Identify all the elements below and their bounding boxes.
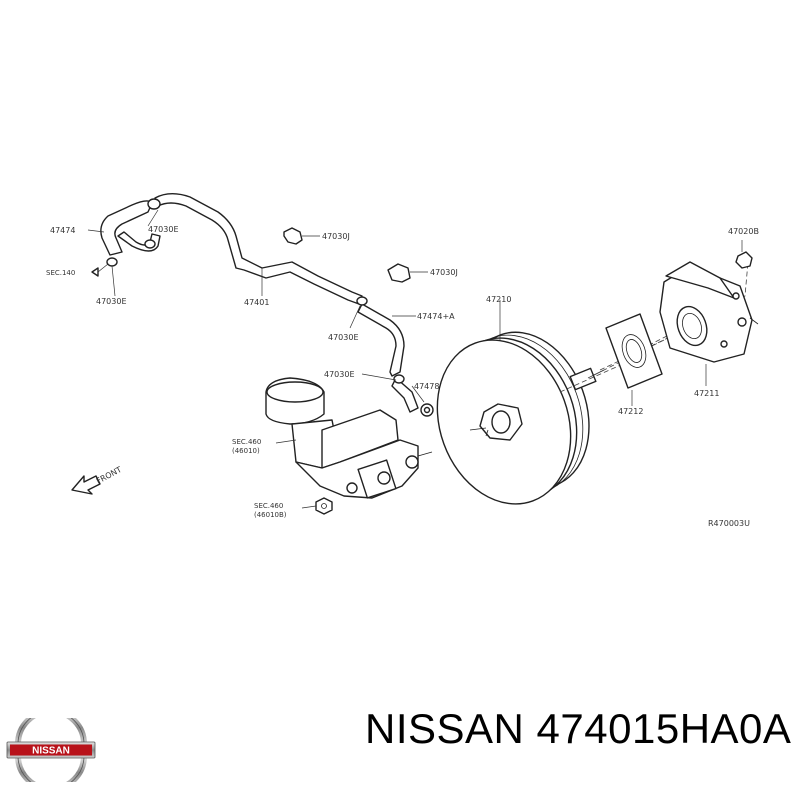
nut-46010B [315,497,333,515]
front-arrow-icon [71,475,101,495]
label-47030J-a: 47030J [322,232,350,241]
label-front: FRONT [95,465,123,486]
label-47210: 47210 [486,295,511,304]
label-47474A: 47474+A [417,312,455,321]
diagram-reference-code: R470003U [708,519,750,528]
label-sec460-a: SEC.460 [232,438,261,446]
vacuum-hose-47401 [100,193,434,417]
brake-booster-47210 [436,331,605,505]
label-47478: 47478 [414,382,439,391]
label-sec460-b: SEC.460 [254,502,283,510]
label-47212: 47212 [618,407,643,416]
label-47020B: 47020B [728,227,759,236]
gasket-47212 [605,313,663,389]
label-47030E-b: 47030E [96,297,127,306]
nissan-logo-icon: NISSAN [6,718,96,782]
label-47030E-d: 47030E [324,370,355,379]
label-46010: (46010) [232,447,260,455]
bracket-47211 [659,261,759,363]
label-47030J-b: 47030J [430,268,458,277]
label-47474: 47474 [50,226,75,235]
master-cylinder [265,377,433,499]
label-47211: 47211 [694,389,719,398]
nut-47020B [735,251,753,269]
logo-wordmark: NISSAN [32,746,70,757]
label-47401: 47401 [244,298,269,307]
hose-clamps [106,198,405,384]
label-47030E-c: 47030E [328,333,359,342]
label-46010B: (46010B) [254,511,287,519]
connector-47030J [283,227,411,283]
label-sec140: SEC.140 [46,269,75,277]
label-47030E-a: 47030E [148,225,179,234]
page-title: NISSAN 474015HA0A [365,705,792,752]
